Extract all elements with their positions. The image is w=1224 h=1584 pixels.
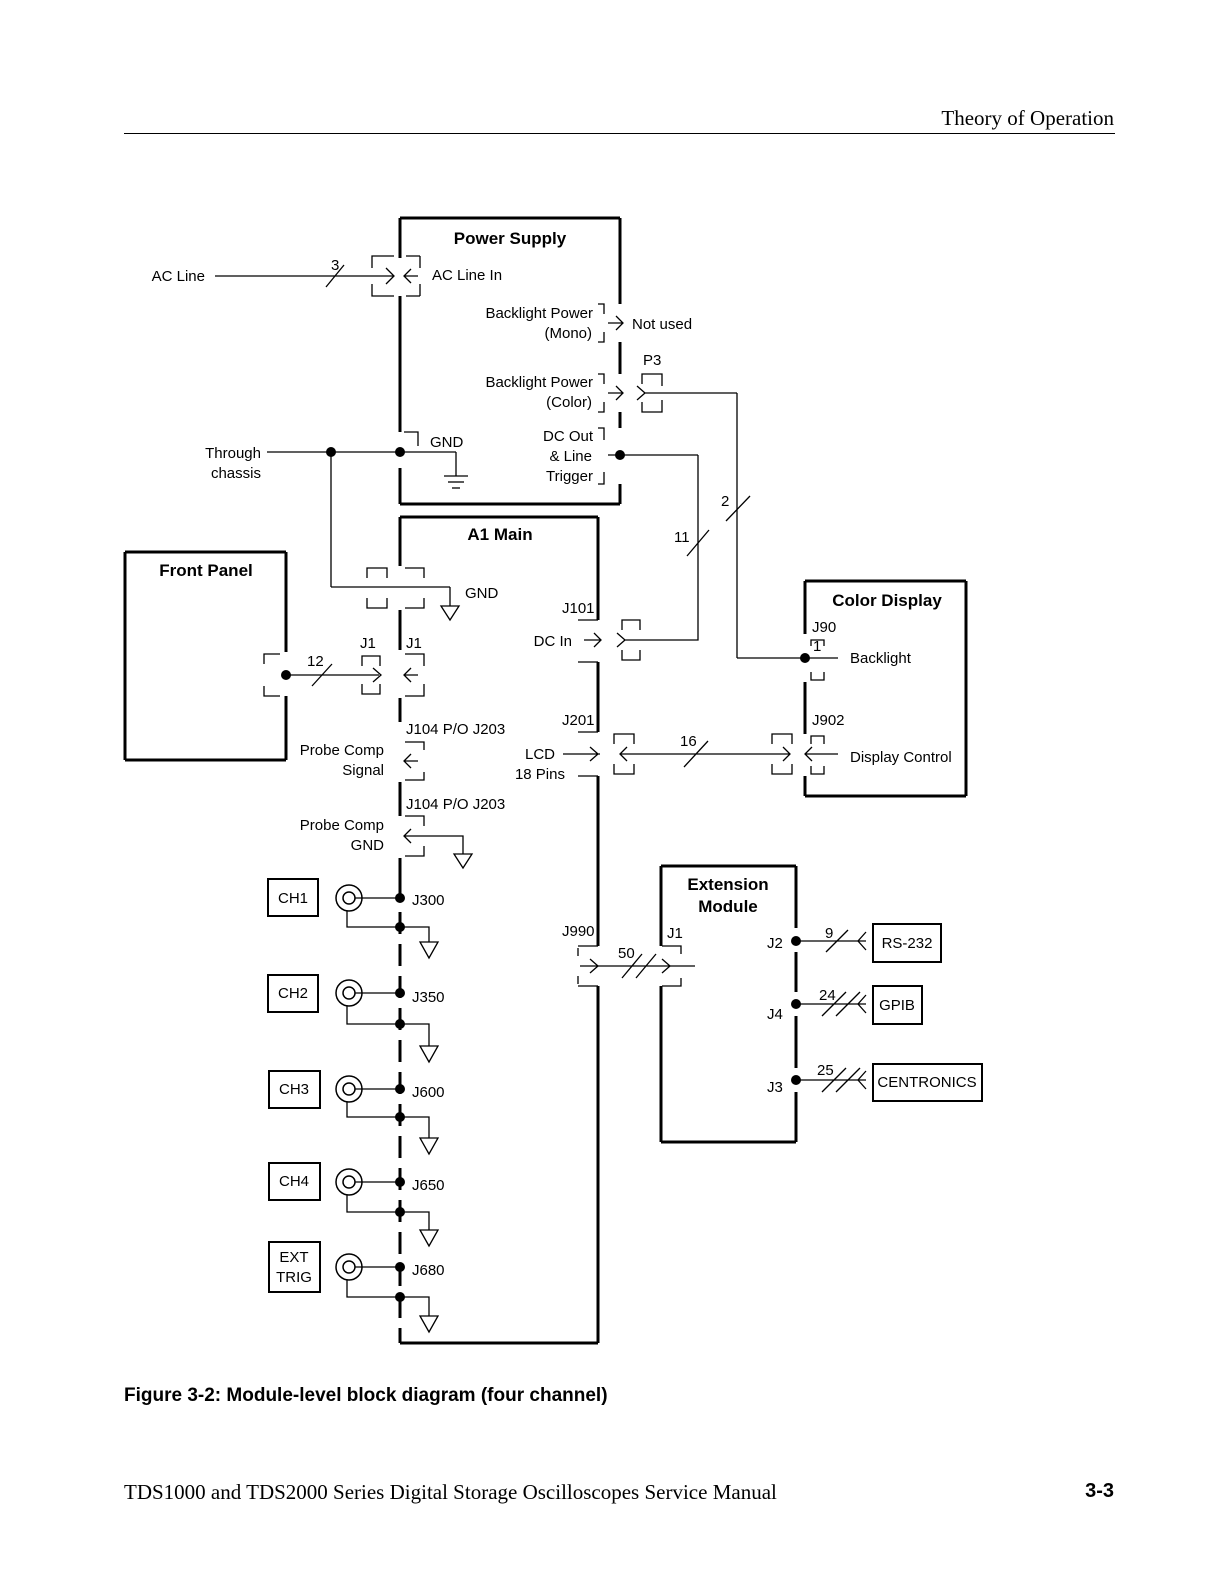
through-chassis-label-1: Through (205, 445, 261, 462)
rs232-port-label: RS-232 (882, 935, 933, 952)
j201-label: J201 (562, 712, 595, 729)
channel-2-box (267, 974, 319, 1013)
channel-2-jack: J350 (412, 989, 445, 1006)
j1-ext-label: J1 (667, 925, 683, 942)
centronics-bus-width: 25 (817, 1062, 834, 1079)
j1-front-label: J1 (360, 635, 376, 652)
centronics-port-box (872, 1063, 983, 1102)
lcd-label-1: LCD (525, 746, 555, 763)
gnd-main-label: GND (465, 585, 499, 602)
j101-label: J101 (562, 600, 595, 617)
j902-label: J902 (812, 712, 845, 729)
backlight-color-label-2: (Color) (546, 394, 592, 411)
gnd-ps-label: GND (430, 434, 464, 451)
j2-label: J2 (767, 935, 783, 952)
probe-comp-signal-label-1: Probe Comp (300, 742, 384, 759)
through-chassis-label-2: chassis (211, 465, 261, 482)
j104-signal-label: J104 P/O J203 (406, 721, 505, 738)
front-panel-bus-width: 12 (307, 653, 324, 670)
channel-4-jack: J650 (412, 1177, 445, 1194)
channel-2-label: CH2 (278, 985, 308, 1002)
j104-gnd-label: J104 P/O J203 (406, 796, 505, 813)
color-display-title: Color Display (832, 591, 942, 610)
manual-title: TDS1000 and TDS2000 Series Digital Stora… (124, 1480, 777, 1504)
backlight-bus-width: 2 (721, 493, 729, 510)
a1-main-module: A1 Main (398, 515, 600, 1345)
channel-4: CH4 J650 (268, 1162, 445, 1248)
channel-1-label: CH1 (278, 890, 308, 907)
header-rule (124, 133, 1115, 134)
probe-comp-gnd-label-2: GND (351, 837, 385, 854)
dc-out-label-3: Trigger (546, 468, 593, 485)
channel-1-jack: J300 (412, 892, 445, 909)
channel-3-label: CH3 (279, 1081, 309, 1098)
ext-trig-label-1: EXT (279, 1249, 308, 1266)
lcd-bus-width: 16 (680, 733, 697, 750)
channel-3: CH3 J600 (268, 1070, 445, 1156)
backlight-color-label-1: Backlight Power (485, 374, 593, 391)
ext-bus-width: 50 (618, 945, 635, 962)
ac-line-label: AC Line (152, 268, 205, 285)
backlight-mono-label-2: (Mono) (544, 325, 592, 342)
channel-1-box (267, 878, 319, 917)
channel-3-jack: J600 (412, 1084, 445, 1101)
not-used-label: Not used (632, 316, 692, 333)
j3-label: J3 (767, 1079, 783, 1096)
j990-label: J990 (562, 923, 595, 940)
dc-in-label: DC In (534, 633, 572, 650)
probe-comp-signal-label-2: Signal (342, 762, 384, 779)
ac-bus-width: 3 (331, 257, 339, 274)
page-number: 3-3 (1085, 1480, 1114, 1502)
rs232-bus-width: 9 (825, 925, 833, 942)
ac-line-in-label: AC Line In (432, 267, 502, 284)
j1-main-label: J1 (406, 635, 422, 652)
centronics-port-label: CENTRONICS (877, 1074, 976, 1091)
gpib-port-box (872, 985, 923, 1025)
extension-title-1: Extension (687, 875, 768, 894)
lcd-label-2: 18 Pins (515, 766, 565, 783)
probe-comp-gnd-label-1: Probe Comp (300, 817, 384, 834)
backlight-mono-label-1: Backlight Power (485, 305, 593, 322)
channel-ext-trig: EXT TRIG J680 (268, 1241, 445, 1334)
channel-1: CH1 J300 (267, 878, 445, 960)
figure-caption: Figure 3-2: Module-level block diagram (… (124, 1385, 608, 1406)
extension-title-2: Module (698, 897, 758, 916)
front-panel-title: Front Panel (159, 561, 253, 580)
j90-label: J90 (812, 619, 836, 636)
power-supply-title: Power Supply (454, 229, 567, 248)
dc-out-label-2: & Line (549, 448, 592, 465)
channel-4-box (268, 1162, 321, 1201)
channel-3-box (268, 1070, 321, 1109)
color-display-module: Color Display (803, 579, 968, 798)
pin-1-label: 1 (813, 638, 821, 655)
ext-trig-jack: J680 (412, 1262, 445, 1279)
gpib-bus-width: 24 (819, 987, 836, 1004)
gpib-port-label: GPIB (879, 997, 915, 1014)
channel-2: CH2 J350 (267, 974, 445, 1064)
ext-trig-box (268, 1241, 321, 1293)
ext-trig-label-2: TRIG (276, 1269, 312, 1286)
dc-out-label-1: DC Out (543, 428, 594, 445)
extension-module: Extension Module (659, 864, 798, 1144)
dc-bus-width: 11 (674, 529, 690, 546)
backlight-label: Backlight (850, 650, 912, 667)
front-panel-module: Front Panel (123, 550, 288, 762)
section-title: Theory of Operation (941, 106, 1114, 130)
display-control-label: Display Control (850, 749, 952, 766)
a1-main-title: A1 Main (467, 525, 532, 544)
channel-4-label: CH4 (279, 1173, 309, 1190)
rs232-port-box (872, 923, 942, 963)
power-supply-module: Power Supply (398, 216, 622, 506)
j4-label: J4 (767, 1006, 783, 1023)
p3-label: P3 (643, 352, 661, 369)
